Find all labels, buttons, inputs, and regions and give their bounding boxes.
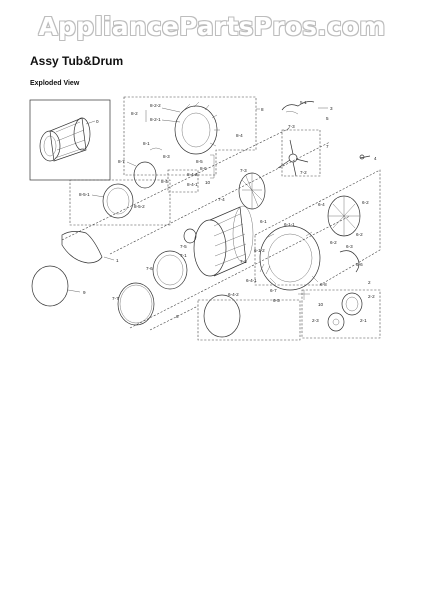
callout-8-2-2: 8-2-2 xyxy=(150,103,161,108)
callout-2-2: 2-2 xyxy=(368,294,375,299)
callout-6-1-2: 6-1-2 xyxy=(254,248,265,253)
callout-7-3-b: 7-3 xyxy=(240,259,247,264)
callout-8-4-label: 8-4 xyxy=(161,179,168,184)
callout-6-1: 6-1 xyxy=(260,219,267,224)
callout-6-1-1: 6-1-1 xyxy=(284,222,295,227)
hose-8-3-illustration xyxy=(149,147,163,151)
ring-7-6-illustration xyxy=(152,250,188,290)
callout-2-1: 2-1 xyxy=(360,318,367,323)
callout-8-4-2: 8-4-2 xyxy=(187,172,198,177)
rear-tub-illustration xyxy=(259,225,321,291)
inset-frame xyxy=(29,99,111,181)
callout-7-8: 7-3 xyxy=(288,124,295,129)
callout-6-4-2: 6-4-2 xyxy=(228,292,239,297)
callout-6-6: 6-6 xyxy=(356,262,363,267)
callout-3: 3 xyxy=(330,106,333,111)
group-boundary-7 xyxy=(109,141,331,255)
callout-2: 2 xyxy=(368,280,371,285)
callout-6-4-1: 6-4-1 xyxy=(246,278,257,283)
gasket-8-7-illustration xyxy=(133,161,157,189)
ring-7-7-illustration xyxy=(117,282,155,326)
callout-8-2-1: 8-2-1 xyxy=(150,117,161,122)
group-boundary-6 xyxy=(197,299,301,341)
callout-8-5-2: 8-5-2 xyxy=(134,204,145,209)
callout-7-4: 7-4 xyxy=(218,197,225,202)
seal-part-9-illustration xyxy=(31,265,69,307)
hose-illustration xyxy=(339,250,360,273)
callout-8-3: 8-3 xyxy=(163,154,170,159)
callout-4: 4 xyxy=(374,156,377,161)
callout-8-4: 8-4 xyxy=(236,133,243,138)
callout-8-1: 8-1 xyxy=(143,141,150,146)
ring-7-5-illustration xyxy=(183,228,197,244)
callout-8-4-1: 8-4-1 xyxy=(187,182,198,187)
group-boundary-8-5 xyxy=(69,179,171,226)
callout-10: 10 xyxy=(318,302,324,307)
callout-7-2: 7-2 xyxy=(300,170,307,175)
callout-5-1: 5-1 xyxy=(300,100,307,105)
view-subtitle: Exploded View xyxy=(30,80,80,87)
callout-6-4: 6-4 xyxy=(318,202,325,207)
assembled-tub-illustration xyxy=(39,117,91,162)
callout-0: 0 xyxy=(96,119,99,124)
group-boundary-8-4 xyxy=(167,169,199,193)
callout-8-6: 8-6 xyxy=(200,166,207,171)
callout-10-top: 10 xyxy=(205,180,211,185)
group-boundary-2 xyxy=(301,289,381,339)
callout-6-7: 6-7 xyxy=(270,288,277,293)
screw-4-illustration xyxy=(359,155,371,159)
callout-8-5-1: 8-5-1 xyxy=(79,192,90,197)
callout-7-3: 7-3 xyxy=(240,168,247,173)
rear-plate-illustration xyxy=(238,172,266,210)
gasket-6-illustration xyxy=(203,294,241,338)
callout-6-3: 6-3 xyxy=(346,244,353,249)
spider-flange-illustration xyxy=(277,139,309,177)
callout-7-1: 7-1 xyxy=(180,253,187,258)
strap-part-1-illustration xyxy=(61,231,103,264)
callout-6-2: 6-2 xyxy=(330,240,337,245)
callout-7: 7 xyxy=(326,144,329,149)
front-tub-illustration xyxy=(174,101,220,155)
callout-8-7: 8-7 xyxy=(118,159,125,164)
callout-7-5: 7-5 xyxy=(180,244,187,249)
callout-8-2: 8-2 xyxy=(131,111,138,116)
pulley-6-2-illustration xyxy=(327,195,361,237)
callout-6-2-a: 6-2 xyxy=(362,200,369,205)
door-ring-illustration xyxy=(102,183,134,219)
callout-6-8: 6-8 xyxy=(320,282,327,287)
page-title: Assy Tub&Drum xyxy=(30,54,124,68)
group-boundary-6-rear xyxy=(254,169,381,286)
callout-5: 5 xyxy=(326,116,329,121)
callout-2-3: 2-3 xyxy=(312,318,319,323)
callout-6-2-b: 6-2 xyxy=(356,232,363,237)
callout-6-5: 6-5 xyxy=(273,298,280,303)
motor-2-illustration xyxy=(327,292,363,332)
bracket-5-illustration xyxy=(281,101,315,115)
drum-7-4-illustration xyxy=(193,205,254,277)
callout-8-5: 8-5 xyxy=(196,159,203,164)
callout-8: 8 xyxy=(261,107,264,112)
callout-7-7: 7-7 xyxy=(112,296,119,301)
callout-1: 1 xyxy=(116,258,119,263)
watermark-logo: AppliancePartsPros.com xyxy=(38,12,386,41)
callout-9: 9 xyxy=(83,290,86,295)
group-boundary-8 xyxy=(123,96,257,176)
callout-7-6: 7-6 xyxy=(146,266,153,271)
